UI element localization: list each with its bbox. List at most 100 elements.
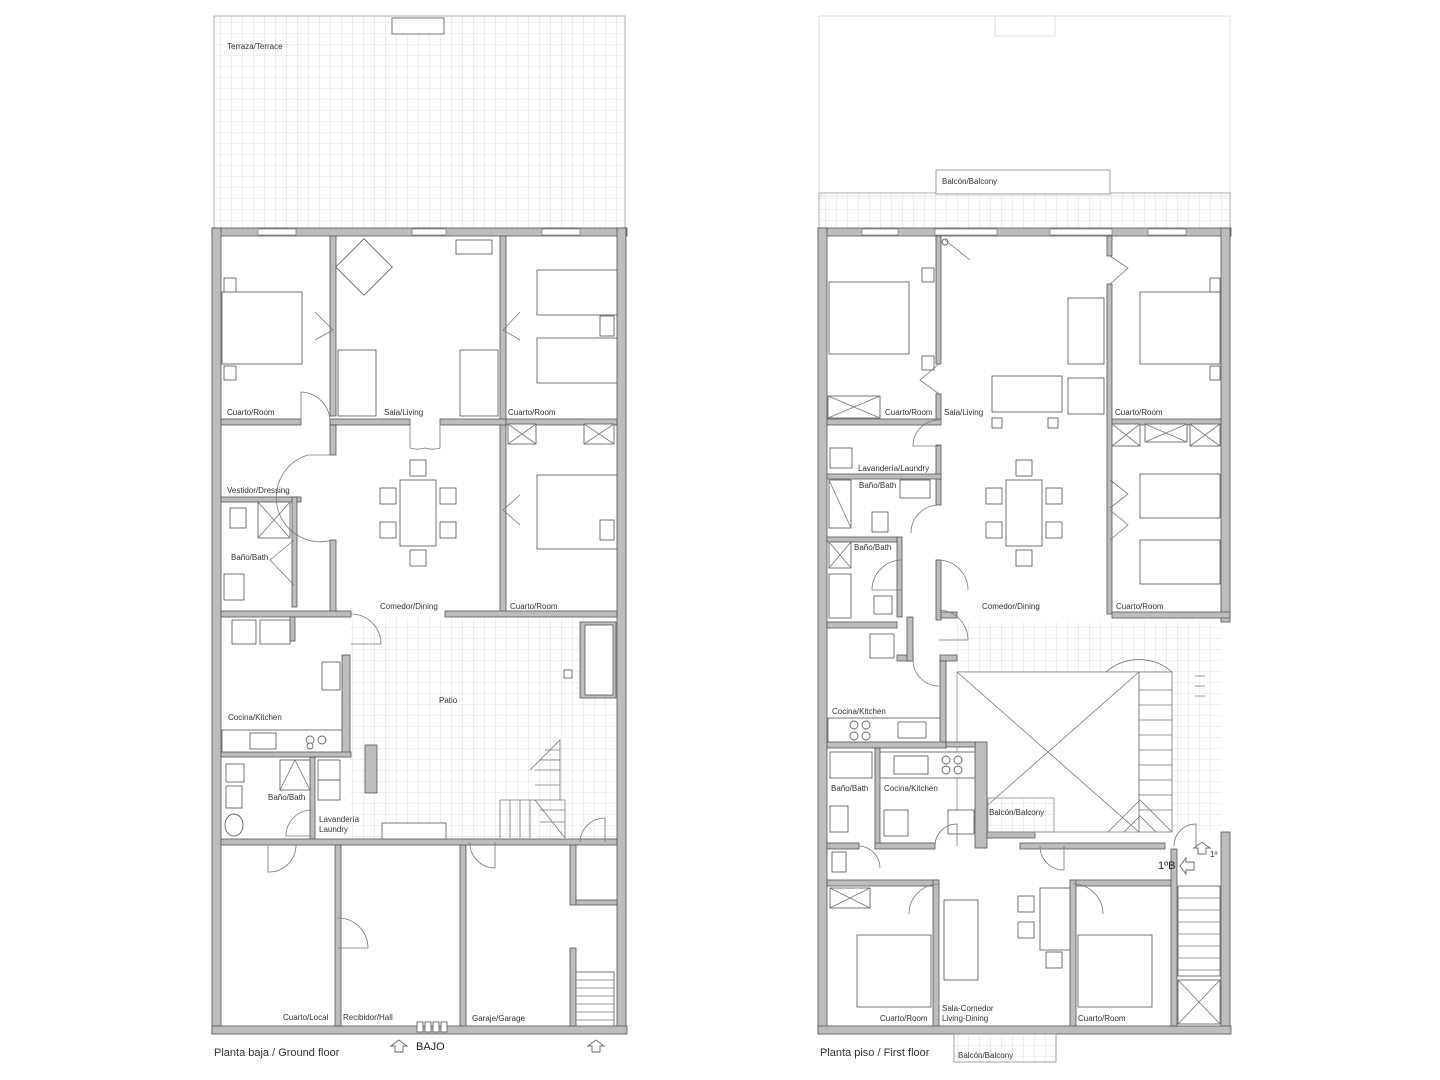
- nightstand: [223, 365, 237, 381]
- window: [1147, 228, 1187, 236]
- door-swing: [908, 883, 940, 915]
- closet-cross: [827, 395, 881, 419]
- room-label: Cuarto/Room: [1116, 602, 1164, 611]
- bed: [856, 934, 932, 1008]
- chair: [1017, 895, 1035, 913]
- laundry-label: Lavandería: [319, 815, 360, 824]
- local-label: Cuarto/Local: [283, 1013, 329, 1022]
- entrance-label: BAJO: [416, 1041, 445, 1053]
- bed: [536, 269, 618, 316]
- sink: [893, 755, 929, 775]
- door-swing: [409, 422, 441, 450]
- window: [257, 228, 297, 236]
- bath-label: Baño/Bath: [854, 543, 891, 552]
- patio-stairs: [499, 739, 566, 839]
- bidet: [225, 785, 243, 809]
- living-dining-label: Living-Dining: [942, 1014, 988, 1023]
- closet-cross: [507, 423, 615, 445]
- wall: [935, 393, 942, 421]
- closet-cross: [1177, 979, 1221, 1025]
- wall: [329, 424, 337, 456]
- wall: [939, 660, 947, 748]
- window: [934, 228, 998, 236]
- door-swing: [912, 419, 940, 447]
- washbasin: [828, 573, 852, 619]
- door-swing: [314, 311, 521, 341]
- chair: [409, 549, 427, 567]
- wall: [826, 879, 938, 887]
- door-swing: [1039, 845, 1065, 871]
- outer-wall-right: [616, 227, 627, 1035]
- wall: [906, 616, 914, 662]
- door-swing: [502, 494, 521, 526]
- terrace-gate: [391, 17, 445, 35]
- chair: [1015, 549, 1033, 567]
- sink: [223, 573, 245, 601]
- wall: [289, 616, 296, 642]
- courtyard-tiles: [957, 622, 1221, 672]
- chair: [985, 487, 1003, 505]
- balcony-label: Balcón/Balcony: [989, 808, 1044, 817]
- wall: [826, 473, 942, 480]
- lower-stairs: [1177, 885, 1221, 977]
- chair: [1015, 459, 1033, 477]
- counter-unit: [947, 809, 975, 835]
- door-swing: [934, 823, 958, 847]
- bed: [536, 337, 618, 384]
- door-swing: [938, 609, 969, 641]
- wall: [1019, 842, 1166, 850]
- wall: [826, 842, 860, 850]
- wall: [439, 418, 507, 426]
- dining-table: [1039, 887, 1071, 951]
- outer-wall-left: [817, 227, 828, 1035]
- room-label: Cuarto/Room: [885, 408, 933, 417]
- door-swing: [337, 917, 369, 949]
- roof-outline: [818, 15, 1231, 197]
- closet-cross: [829, 887, 871, 909]
- door-swing: [858, 845, 881, 869]
- wall: [364, 744, 378, 794]
- chair: [1045, 487, 1063, 505]
- wall: [932, 879, 940, 1027]
- wall: [935, 559, 942, 621]
- cabinet: [259, 619, 291, 645]
- chair: [439, 521, 457, 539]
- shower: [279, 759, 311, 791]
- bath-label: Baño/Bath: [231, 553, 268, 562]
- courtyard-side: [1172, 672, 1221, 832]
- door-swing: [1072, 883, 1104, 915]
- sofa: [1067, 297, 1105, 365]
- washbasin: [899, 479, 931, 499]
- ground-floor-caption: Planta baja / Ground floor: [214, 1047, 340, 1059]
- balcony-label: Balcón/Balcony: [942, 177, 997, 186]
- garage-stairs: [575, 971, 615, 1027]
- wall: [309, 756, 316, 840]
- wall: [220, 496, 302, 503]
- toilet: [224, 813, 244, 837]
- sink: [249, 732, 277, 750]
- sink: [897, 721, 927, 739]
- wall: [569, 844, 577, 906]
- dressing-label: Vestidor/Dressing: [227, 486, 290, 495]
- nightstand: [599, 315, 615, 337]
- washer: [317, 779, 341, 801]
- washer: [317, 759, 341, 781]
- shower-cross: [828, 479, 852, 529]
- window: [861, 228, 899, 236]
- wall: [220, 610, 352, 618]
- sofa: [943, 899, 979, 981]
- door-swing: [350, 613, 382, 645]
- wall: [1074, 879, 1172, 887]
- bath-label: Baño/Bath: [859, 481, 896, 490]
- laundry-label: Lavandería/Laundry: [858, 464, 929, 473]
- room-label: Cuarto/Room: [508, 408, 556, 417]
- patio-label: Patio: [439, 696, 458, 705]
- balcony-bottom-area: [953, 1033, 1057, 1063]
- room-label: Cuarto/Room: [510, 602, 558, 611]
- wall: [329, 418, 411, 426]
- wall: [826, 418, 942, 426]
- dining-table: [1005, 479, 1043, 547]
- kitchen-label: Cocina/Kitchen: [832, 707, 886, 716]
- wall: [505, 418, 618, 426]
- wall: [291, 496, 298, 608]
